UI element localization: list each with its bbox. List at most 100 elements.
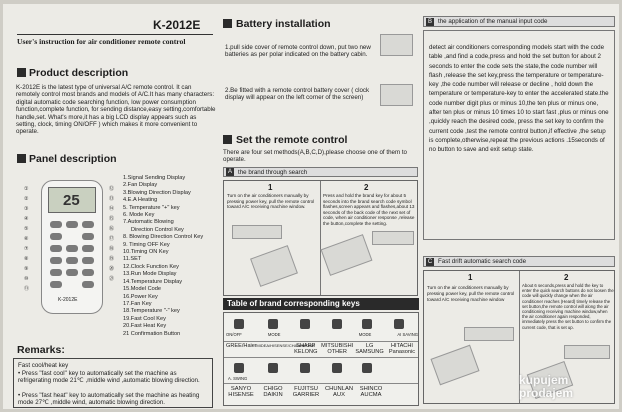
mode-key-icon — [268, 319, 278, 329]
method-a-header: A the brand through search — [223, 167, 418, 177]
remote-control-illustration: 25 K-2012E — [41, 180, 103, 314]
power-key-icon — [234, 319, 244, 329]
method-c-step-2: About 6 seconds,press and hold the key t… — [522, 283, 614, 330]
ac-unit-illustration — [564, 345, 610, 359]
brand-cell: MITSUBISHI OTHER — [321, 343, 354, 355]
key-item: 3.Blowing Direction Display — [123, 189, 191, 196]
method-c-letter: C — [426, 258, 434, 266]
temp-key-icon — [362, 319, 372, 329]
model-title: K-2012E — [153, 18, 201, 32]
battery-step-2: 2.Be fitted with a remote control batter… — [225, 87, 370, 102]
brands-row-2: SANYO HISENSE CHIGO DAIKIN FUJITSU GARRI… — [226, 386, 386, 398]
set-heading: Set the remote control — [236, 134, 348, 146]
brand-cell: HITACHI Panasonic — [388, 343, 416, 355]
timer-key-icon — [268, 363, 278, 373]
key-item: 9. Timing OFF Key — [123, 241, 170, 248]
remarks-heading: Remarks: — [17, 344, 65, 356]
method-a-step-2: Press and hold the brand key for about 5… — [323, 193, 415, 226]
method-b-panel: detect air conditioners corresponding mo… — [423, 30, 615, 240]
brand-cell: MIDEA/HISENSE/CHANGHONG — [256, 343, 316, 348]
method-c-panel: 1 2 Turn on the air conditioners manuall… — [423, 270, 615, 404]
key-item: 21 Confirmation Button — [123, 330, 181, 337]
remote-lcd-display: 25 — [48, 187, 96, 213]
icon-label-row-2: A. SWING — [228, 376, 248, 381]
method-b-text: detect air conditioners corresponding mo… — [429, 44, 609, 154]
method-a-title: the brand through search — [238, 169, 308, 176]
brand-cell: SHARP KELONG — [294, 343, 318, 355]
key-item: 2.Fan Display — [123, 182, 158, 189]
key-item: 11.SET — [123, 256, 142, 263]
manual-sheet: K-2012E User's instruction for air condi… — [3, 4, 619, 409]
key-item: 5. Temperature "+" key — [123, 204, 180, 211]
brand-table-heading: Table of brand corresponding keys — [223, 298, 419, 310]
remark-item: • Press "fast cool" key to automatically… — [18, 370, 200, 385]
brand-cell: CHUNLAN AUX — [324, 386, 354, 398]
set-key-icon — [332, 363, 342, 373]
remarks-box: Fast cool/heat key • Press "fast cool" k… — [13, 358, 213, 408]
key-item: 6. Mode Key — [123, 212, 155, 219]
watermark: kupujem prodajem — [519, 373, 574, 400]
method-a-letter: A — [226, 168, 234, 176]
key-item: 20.Fast Heat Key — [123, 323, 167, 330]
manual-title: User's instruction for air conditioner r… — [17, 37, 186, 46]
fan-key-icon — [300, 319, 310, 329]
product-heading: Product description — [29, 67, 129, 79]
key-item: 10.Timing ON Key — [123, 249, 169, 256]
key-item: 12.Clock Function Key — [123, 263, 179, 270]
key-item: 17.Fan Key — [123, 300, 152, 307]
remote-hand-illustration — [250, 245, 298, 287]
remark-item: • Press "fast heat" key to automatically… — [18, 392, 200, 407]
key-item: 14.Temperature Display — [123, 278, 183, 285]
brand-cell: CHIGO DAIKIN — [263, 386, 283, 398]
brand-cell: LG SAMSUNG — [355, 343, 384, 355]
product-description: K-2012E is the latest type of universal … — [16, 84, 216, 136]
remote-model-label: K-2012E — [58, 297, 78, 303]
key-item: 13.Run Mode Display — [123, 271, 177, 278]
section-marker-icon — [17, 68, 26, 77]
ac-unit-illustration — [464, 327, 514, 341]
battery-insert-illustration — [380, 84, 413, 106]
step-number: 1 — [468, 273, 473, 282]
key-list: 1.Signal Sending Display 2.Fan Display 3… — [123, 175, 223, 338]
saving-key-icon — [394, 319, 404, 329]
key-item: 4.E.A Heating — [123, 197, 158, 204]
brand-cell: SANYO HISENSE — [228, 386, 254, 398]
ac-unit-illustration — [372, 231, 414, 245]
key-item: 7.Automatic Blowing — [123, 219, 174, 226]
brand-cell: FUJITSU GARRIER — [292, 386, 320, 398]
method-c-step-1: Turn on the air conditioners manually by… — [427, 285, 515, 302]
method-b-heading: the application of the manual input code — [438, 18, 548, 25]
battery-step-1: 1.pull side cover of remote control down… — [225, 44, 371, 59]
ac-unit-illustration — [232, 225, 282, 239]
brands-row-1: GREE/Haier MIDEA/HISENSE/CHANGHONG SHARP… — [226, 343, 418, 355]
auto-swing-key-icon — [234, 363, 244, 373]
section-marker-icon — [17, 154, 26, 163]
heat-key-icon — [362, 363, 372, 373]
brand-cell: GREE/Haier — [226, 343, 257, 349]
method-a-panel: 1 2 Turn on the air conditioners manuall… — [223, 180, 418, 296]
remote-hand-illustration — [320, 234, 373, 276]
battery-heading: Battery installation — [236, 18, 331, 30]
step-number: 2 — [364, 183, 369, 192]
remote-hand-illustration — [430, 344, 480, 386]
clock-key-icon — [300, 363, 310, 373]
section-marker-icon — [223, 19, 232, 28]
swing-key-icon — [332, 319, 342, 329]
battery-cover-illustration — [380, 34, 413, 56]
method-a-step-1: Turn on the air conditioners manually by… — [227, 193, 315, 210]
title-rule — [17, 34, 213, 35]
section-marker-icon — [223, 135, 232, 144]
key-item: 15.Model Code — [123, 286, 161, 293]
brand-cell: SHINCO AUCMA — [359, 386, 383, 398]
key-item: 8. Blowing Direction Control Key — [123, 234, 204, 241]
set-methods-text: There are four set methods(A,B,C,D),plea… — [223, 149, 407, 164]
method-b-letter: B — [426, 18, 434, 26]
step-number: 1 — [268, 183, 273, 192]
method-c-heading: Fast drift automatic search code — [438, 258, 527, 265]
key-item: 16.Power Key — [123, 293, 158, 300]
key-item: Direction Control Key — [131, 226, 184, 233]
key-item: 1.Signal Sending Display — [123, 175, 186, 181]
